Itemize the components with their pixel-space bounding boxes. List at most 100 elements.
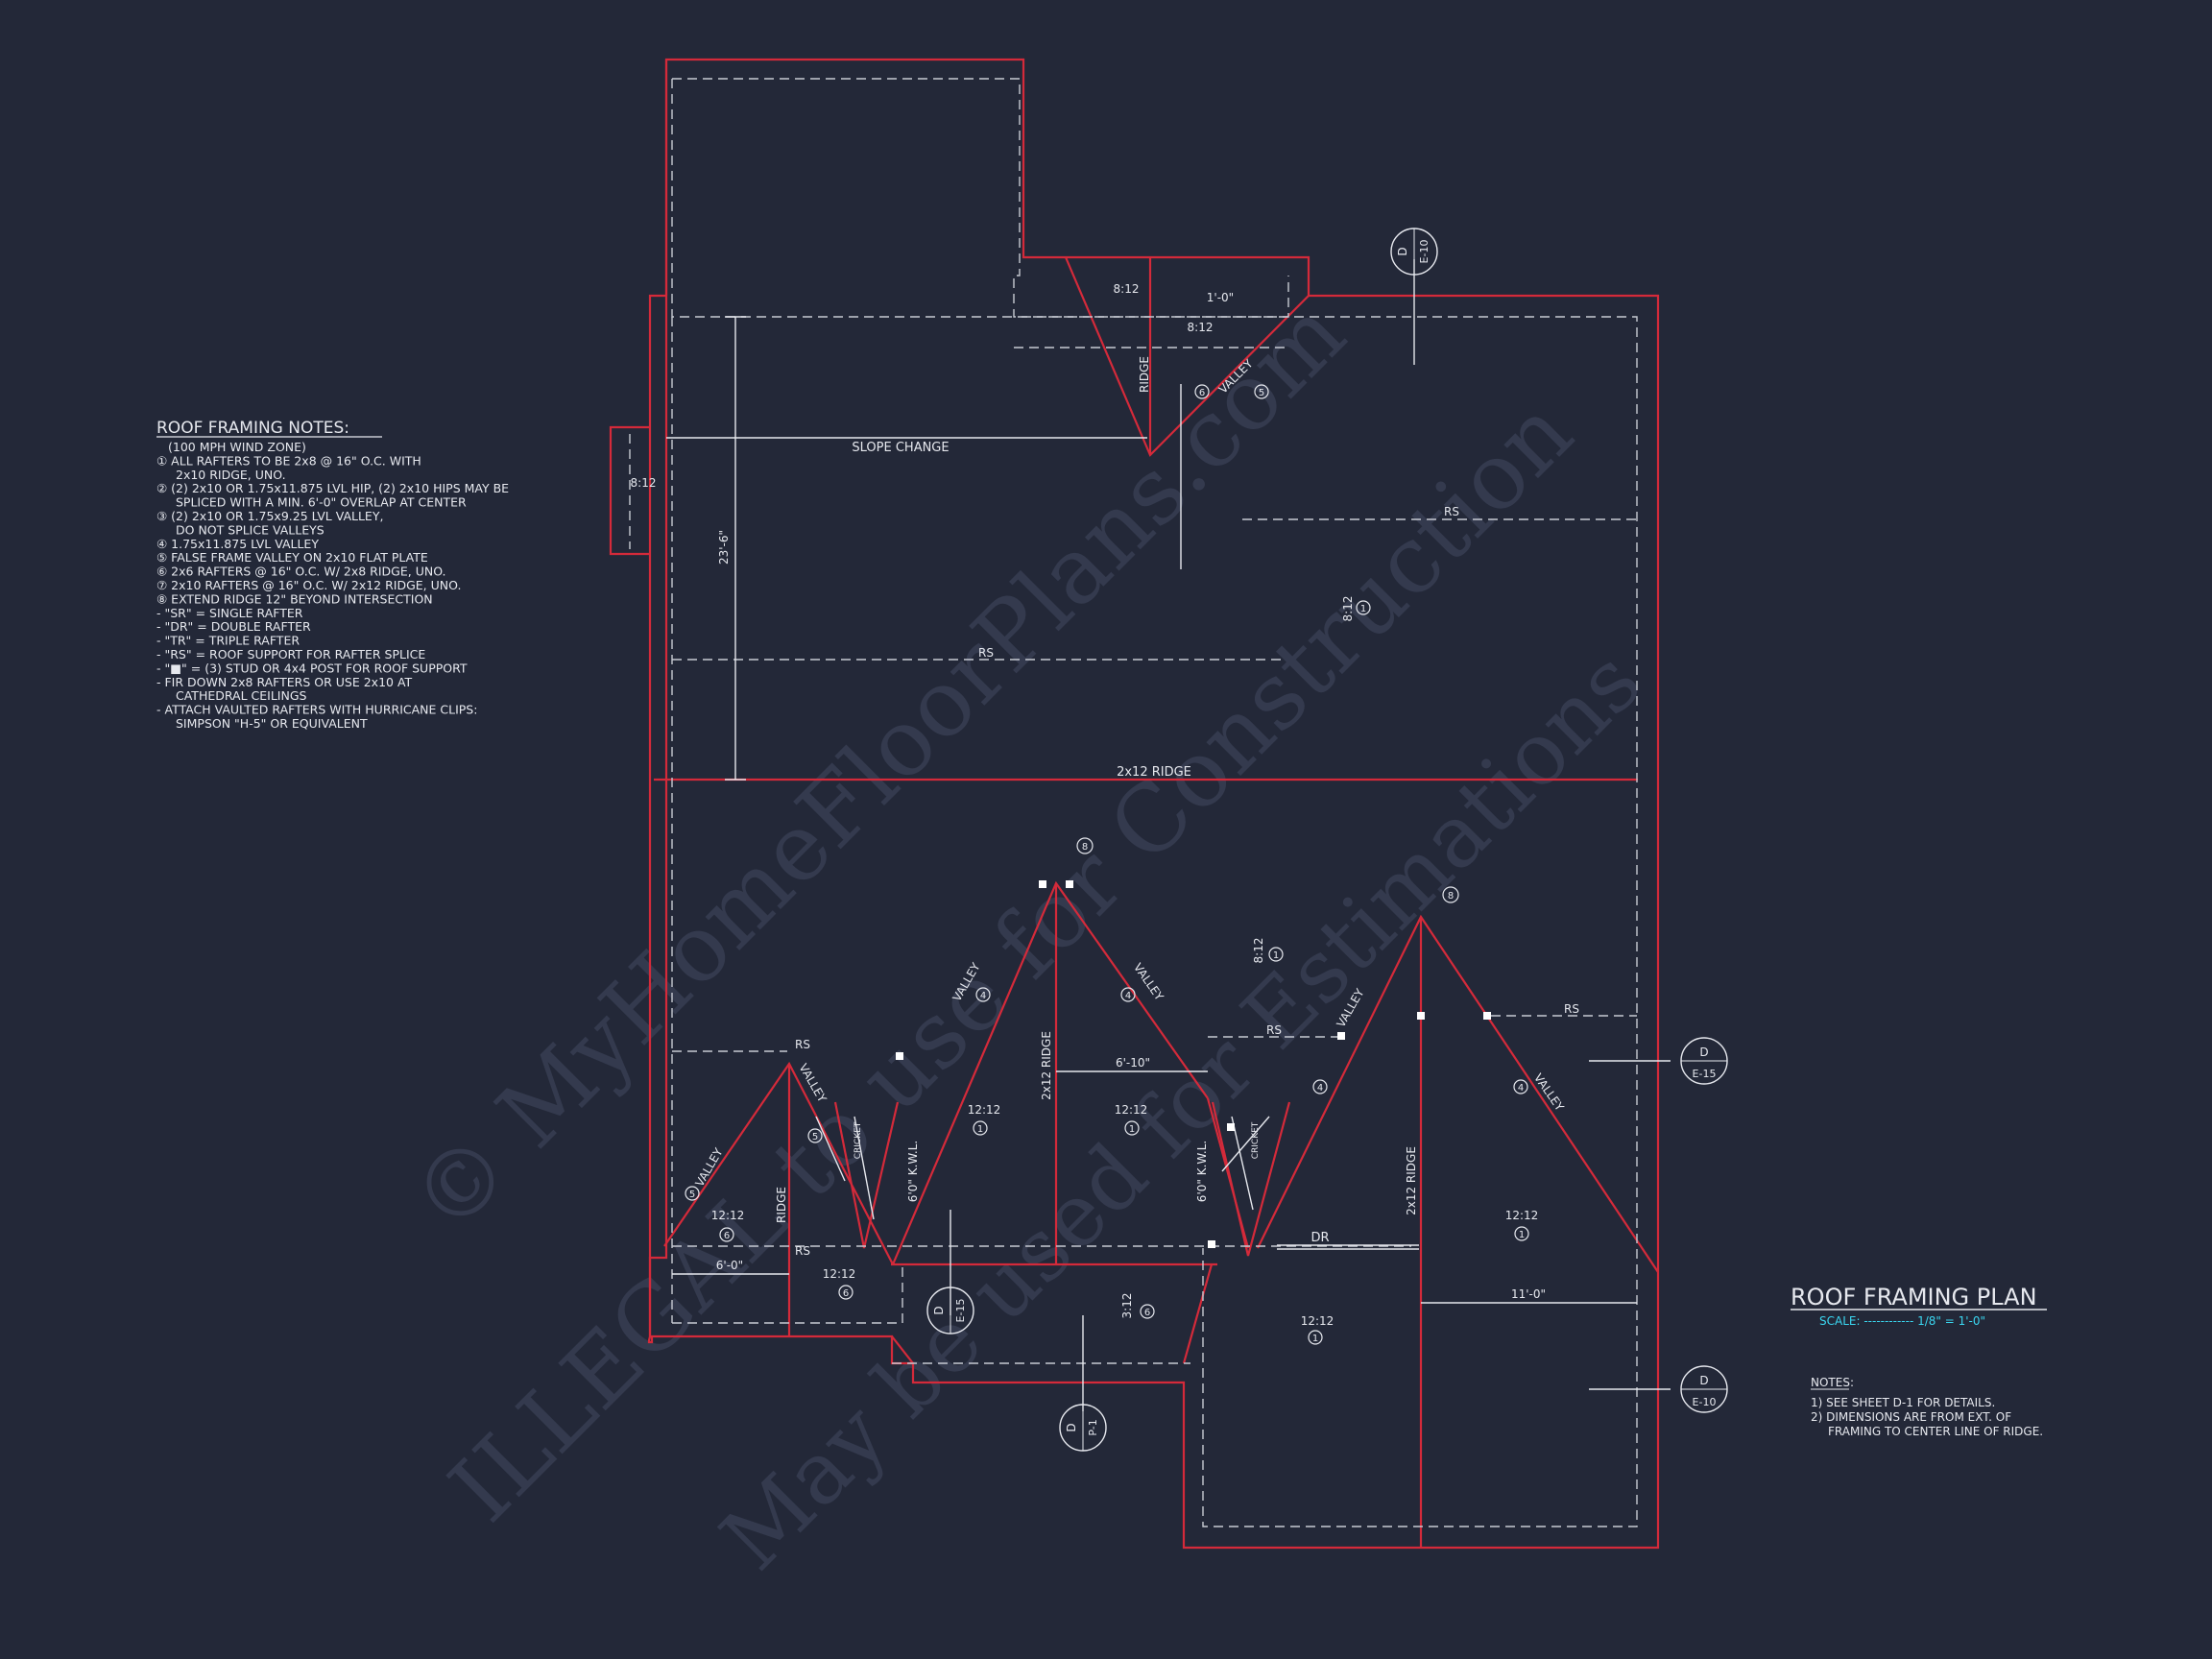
section-right-lower-letter: D — [1699, 1374, 1708, 1387]
general-notes: NOTES: 1) SEE SHEET D-1 FOR DETAILS.2) D… — [1811, 1376, 2043, 1438]
tag-1-right: 1 — [1360, 604, 1366, 614]
tag-6-c: 6 — [1144, 1308, 1150, 1318]
roof-note-line: SPLICED WITH A MIN. 6'-0" OVERLAP AT CEN… — [176, 495, 467, 510]
label-pitch-12-d: 12:12 — [711, 1209, 745, 1222]
label-cricket-a: CRICKET — [854, 1121, 863, 1159]
tag-4-d: 4 — [1518, 1083, 1524, 1094]
tag-6-b: 6 — [843, 1288, 849, 1299]
note-tags — [685, 384, 1529, 1345]
notes-heading: ROOF FRAMING NOTES: — [156, 419, 349, 438]
tag-1-c: 1 — [1519, 1230, 1525, 1240]
building-outline — [609, 58, 1660, 1550]
label-kwl-b: 6'0" K.W.L. — [1195, 1141, 1209, 1202]
plan-title: ROOF FRAMING PLAN — [1791, 1284, 2037, 1310]
label-slope-change: SLOPE CHANGE — [852, 441, 949, 455]
section-marker-top[interactable]: D E-10 — [1390, 228, 1438, 276]
label-pitch-upper-b: 8:12 — [1188, 321, 1214, 334]
roof-note-line: ① ALL RAFTERS TO BE 2x8 @ 16" O.C. WITH — [156, 453, 421, 468]
label-pitch-12-f: 12:12 — [1301, 1314, 1334, 1328]
label-pitch-upper-a: 8:12 — [1114, 282, 1140, 296]
roof-note-line: - "SR" = SINGLE RAFTER — [156, 606, 303, 620]
label-ridge-upper: RIDGE — [1138, 356, 1151, 393]
roof-note-line: - "■" = (3) STUD OR 4x4 POST FOR ROOF SU… — [156, 661, 468, 675]
roof-note-line: - ATTACH VAULTED RAFTERS WITH HURRICANE … — [156, 703, 477, 717]
tag-8-b: 8 — [1448, 891, 1454, 902]
section-marker-center[interactable]: D E-15 — [926, 1286, 974, 1334]
label-rs-right: RS — [1564, 1002, 1579, 1016]
section-bottom-sheet: P-1 — [1087, 1419, 1099, 1435]
tag-1-b: 1 — [1129, 1124, 1135, 1135]
roof-note-line: 2x10 RIDGE, UNO. — [176, 468, 286, 482]
section-marker-right-upper[interactable]: D E-15 — [1680, 1037, 1728, 1085]
general-note-line: 1) SEE SHEET D-1 FOR DETAILS. — [1811, 1396, 1995, 1409]
label-pitch-mid: 8:12 — [1252, 938, 1265, 964]
label-dim-23-6: 23'-6" — [717, 530, 731, 565]
label-pitch-12-b: 12:12 — [1115, 1103, 1148, 1117]
label-rs-center: RS — [1266, 1023, 1282, 1037]
tag-5-a: 5 — [812, 1132, 818, 1142]
roof-note-line: SIMPSON "H-5" OR EQUIVALENT — [176, 716, 368, 731]
tag-5-b: 5 — [689, 1190, 695, 1200]
watermark: © MyHomeFloorPlans.com ILLEGAL to use fo… — [391, 279, 1660, 1590]
roof-note-line: ⑦ 2x10 RAFTERS @ 16" O.C. W/ 2x12 RIDGE,… — [156, 578, 461, 592]
tag-1-a: 1 — [977, 1124, 983, 1135]
section-top-sheet: E-10 — [1418, 240, 1431, 264]
section-marker-bottom[interactable]: D P-1 — [1059, 1404, 1107, 1452]
label-2x12-ridge-a: 2x12 RIDGE — [1040, 1031, 1053, 1100]
general-note-line: FRAMING TO CENTER LINE OF RIDGE. — [1828, 1425, 2043, 1438]
label-rs-left: RS — [795, 1038, 810, 1051]
general-notes-list: 1) SEE SHEET D-1 FOR DETAILS.2) DIMENSIO… — [1811, 1396, 2043, 1438]
roof-note-line: - "DR" = DOUBLE RAFTER — [156, 619, 311, 634]
title-block: ROOF FRAMING PLAN SCALE: ------------ 1/… — [1791, 1284, 2047, 1328]
section-right-lower-sheet: E-10 — [1693, 1396, 1717, 1408]
general-note-line: 2) DIMENSIONS ARE FROM EXT. OF — [1811, 1410, 2011, 1424]
label-main-ridge: 2x12 RIDGE — [1117, 765, 1191, 780]
post-markers — [896, 880, 1491, 1248]
note-tag-numbers: 6 5 1 8 8 4 4 4 4 5 5 1 1 1 6 6 6 1 1 — [689, 388, 1525, 1344]
tag-6-a: 6 — [724, 1231, 730, 1241]
label-cricket-b: CRICKET — [1251, 1121, 1261, 1159]
roof-note-line: ③ (2) 2x10 OR 1.75x9.25 LVL VALLEY, — [156, 509, 383, 523]
label-2x12-ridge-b: 2x12 RIDGE — [1405, 1146, 1418, 1215]
roof-note-line: - FIR DOWN 2x8 RAFTERS OR USE 2x10 AT — [156, 675, 413, 689]
label-dim-1-0: 1'-0" — [1207, 291, 1234, 304]
roof-note-line: ⑤ FALSE FRAME VALLEY ON 2x10 FLAT PLATE — [156, 550, 428, 565]
section-bottom-letter: D — [1065, 1423, 1078, 1431]
section-right-upper-sheet: E-15 — [1693, 1068, 1717, 1080]
tag-1-e: 1 — [1312, 1334, 1318, 1344]
tag-4-b: 4 — [1125, 991, 1131, 1001]
label-dr: DR — [1310, 1231, 1329, 1245]
roof-note-line: - "TR" = TRIPLE RAFTER — [156, 634, 300, 648]
section-center-letter: D — [932, 1306, 946, 1314]
roof-note-line: ④ 1.75x11.875 LVL VALLEY — [156, 537, 319, 551]
label-dim-11-0: 11'-0" — [1511, 1287, 1546, 1301]
roof-note-line: ② (2) 2x10 OR 1.75x11.875 LVL HIP, (2) 2… — [156, 481, 509, 495]
tag-4-c: 4 — [1317, 1083, 1323, 1094]
label-pitch-12-a: 12:12 — [968, 1103, 1001, 1117]
label-pitch-3-12: 3:12 — [1120, 1293, 1134, 1319]
label-rs-upper: RS — [1444, 505, 1459, 518]
label-ridge-lower: RIDGE — [775, 1187, 788, 1223]
tag-4-a: 4 — [980, 991, 986, 1001]
label-pitch-12-e: 12:12 — [823, 1267, 856, 1281]
label-pitch-right: 8:12 — [1341, 596, 1355, 622]
watermark-line-2: ILLEGAL to use for Construction — [429, 378, 1593, 1542]
notes-list: (100 MPH WIND ZONE)① ALL RAFTERS TO BE 2… — [156, 440, 509, 731]
wall-dash-lines — [629, 78, 1638, 1527]
roof-note-line: ⑧ EXTEND RIDGE 12" BEYOND INTERSECTION — [156, 591, 433, 606]
label-rs-mid: RS — [978, 646, 994, 660]
roof-note-line: DO NOT SPLICE VALLEYS — [176, 522, 325, 537]
framing-lines — [666, 259, 1671, 1411]
tag-1-d: 1 — [1273, 950, 1279, 961]
section-right-upper-letter: D — [1699, 1046, 1708, 1059]
roof-framing-notes: ROOF FRAMING NOTES: (100 MPH WIND ZONE)①… — [156, 419, 509, 731]
label-rs-lower: RS — [795, 1244, 810, 1258]
tag-8-a: 8 — [1082, 842, 1088, 853]
section-marker-right-lower[interactable]: D E-10 — [1680, 1365, 1728, 1413]
section-markers: D E-10 D E-15 D E-10 D E-15 D P-1 — [926, 228, 1728, 1452]
label-kwl-a: 6'0" K.W.L. — [906, 1141, 920, 1202]
section-center-sheet: E-15 — [954, 1299, 967, 1323]
section-top-letter: D — [1396, 247, 1409, 255]
